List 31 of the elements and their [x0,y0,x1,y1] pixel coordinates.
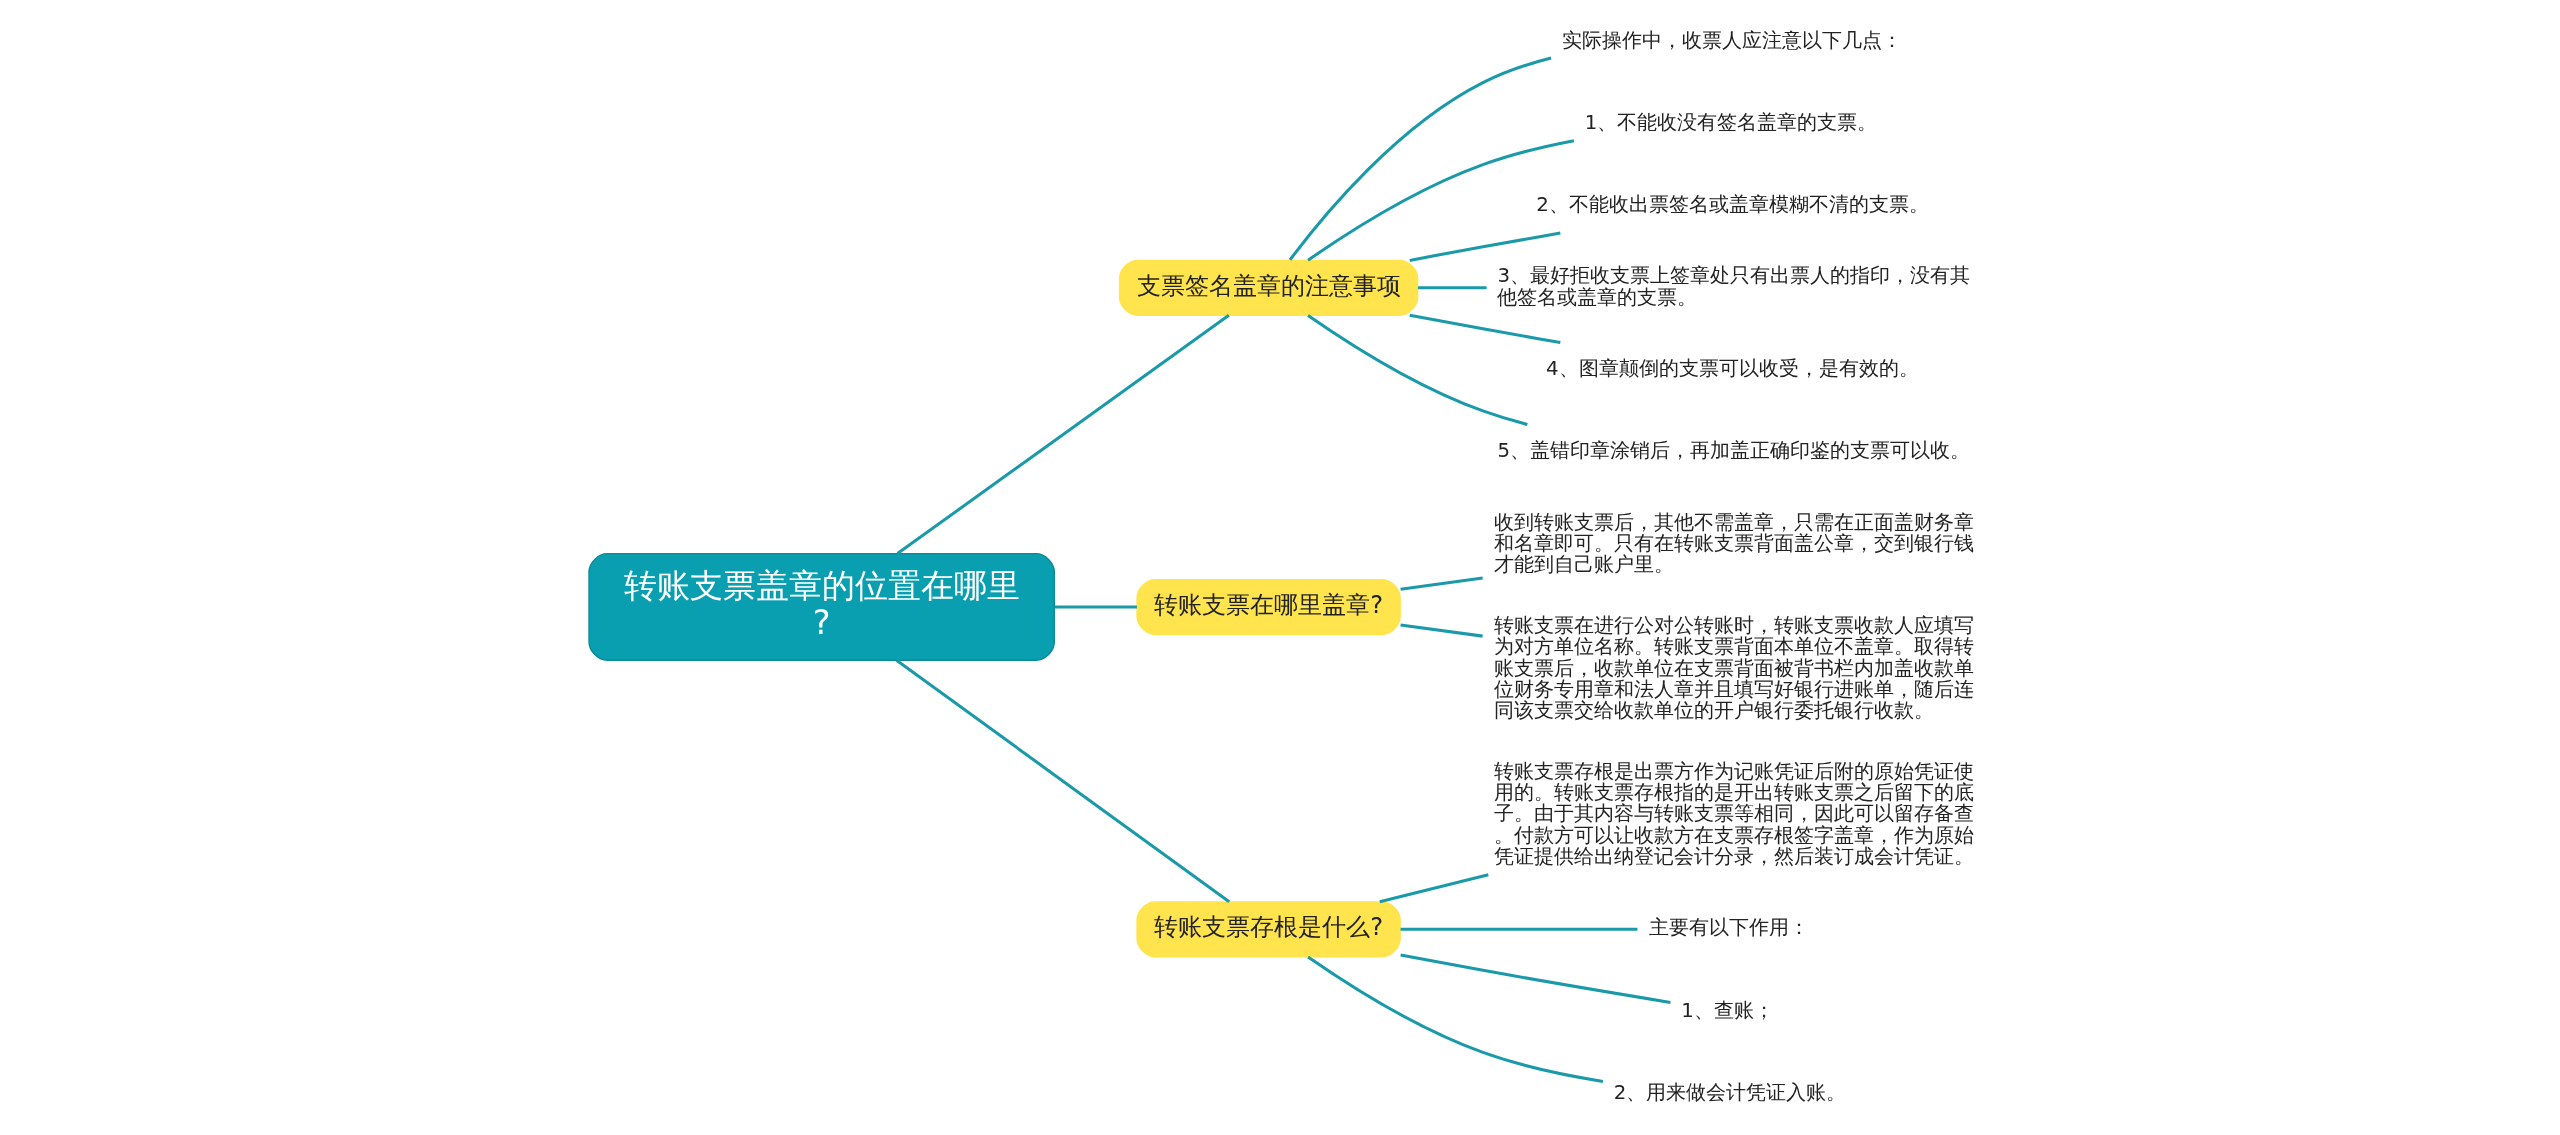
node-text: 1、不能收没有签名盖章的支票。 [1584,110,1878,134]
node-text: 收到转账支票后，其他不需盖章，只需在正面盖财务章和名章即可。只有在转账支票背面盖公章，交到银行钱才能到自己账户里。 [1493,510,1974,577]
node-box: 支票签名盖章的注意事项 [1118,259,1419,316]
connector [1400,953,1671,1004]
connector [1400,623,1483,638]
node-text: 转账支票存根是出票方作为记账凭证后附的原始凭证使用的。转账支票存根指的是开出转账支票之后留下的底子。由于其内容与转账支票等相同，因此可以留存备查。付款方可以让收款方在支票存根签字盖章，作为原始凭证提供给出纳登记会计分录，然后装订成会计凭证。 [1493,759,1974,869]
connector [1400,927,1638,931]
node-box: 转账支票盖章的位置在哪里? [588,553,1055,661]
node-text: 1、查账； [1681,998,1774,1022]
node-box: 转账支票存根是什么? [1136,901,1401,958]
node-text: 实际操作中，收票人应注意以下几点： [1561,28,1902,52]
connector [1288,56,1552,261]
connector [1307,314,1528,426]
node-text: 4、图章颠倒的支票可以收受，是有效的。 [1546,357,1919,381]
connector [1400,576,1483,591]
connector [1409,313,1561,344]
node-box: 转账支票在哪里盖章? [1136,578,1401,636]
connector [1054,605,1137,609]
connector [1417,286,1487,290]
node-text: 3、最好拒收支票上签章处只有出票人的指印，没有其他签名或盖章的支票。 [1497,264,1970,309]
node-text: 2、用来做会计凭证入账。 [1613,1080,1847,1104]
node-text: 2、不能收出票签名或盖章模糊不清的支票。 [1536,192,1929,216]
connector [895,659,1231,904]
node-text: 转账支票在进行公对公转账时，转账支票收款人应填写为对方单位名称。转账支票背面本单位不盖章。取得转账支票后，收款单位在支票背面被背书栏内加盖收款单位财务专用章和法人章并且填写好银行进账单，随后连同该支票交给收款单位的开户银行委托银行收款。 [1493,613,1974,723]
connector [1379,873,1489,904]
connector [1307,139,1575,262]
node-text: 5、盖错印章涂销后，再加盖正确印鉴的支票可以收。 [1497,439,1970,463]
connector [896,314,1230,555]
connector [1409,231,1561,262]
connector [1307,955,1604,1083]
node-text: 主要有以下作用： [1648,916,1809,940]
